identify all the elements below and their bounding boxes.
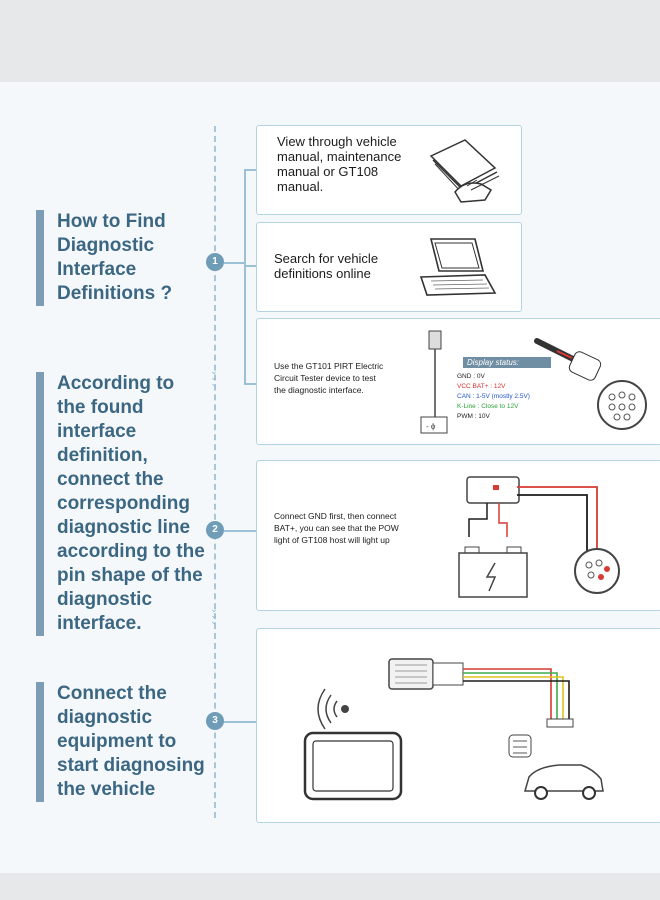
chevron-down-icon: ⌄⌄⌄: [210, 366, 218, 388]
timeline-line: [214, 126, 216, 818]
connector-bracket: [244, 169, 258, 385]
display-status-line: GND : 0V: [457, 373, 485, 380]
card-online: Search for vehicle definitions online: [256, 222, 522, 312]
card-connect: Connect GND first, then connect BAT+, yo…: [256, 460, 660, 611]
connector-line: [224, 262, 244, 264]
heading-connect-equipment: Connect the diagnostic equipment to star…: [36, 682, 207, 802]
display-status-line: PWM : 10V: [457, 413, 490, 420]
bottom-band: [0, 873, 660, 900]
connector-line: [244, 265, 256, 267]
card-manual-text: View through vehicle manual, maintenance…: [277, 134, 402, 194]
card-tester-text: Use the GT101 PIRT Electric Circuit Test…: [274, 361, 384, 395]
top-band: [0, 0, 660, 82]
step-badge-2: 2: [206, 521, 224, 539]
circuit-tester-illustration: - ϕ: [420, 330, 647, 434]
book-hand-icon: [429, 139, 500, 203]
display-status-panel: Display status: GND : 0V VCC BAT+ : 12V CA…: [457, 357, 551, 422]
connector-line: [224, 721, 256, 723]
diagnostic-equipment-illustration: [303, 658, 604, 801]
display-status-line: VCC BAT+ : 12V: [457, 383, 506, 390]
card-tester: Use the GT101 PIRT Electric Circuit Test…: [256, 318, 660, 445]
heading-connect-line: According to the found interface definit…: [36, 372, 207, 636]
battery-connection-illustration: [458, 476, 620, 598]
display-status-line: CAN : 1-5V (mostly 2.5V): [457, 393, 530, 400]
card-connect-text: Connect GND first, then connect BAT+, yo…: [274, 511, 399, 545]
display-status-title: Display status:: [463, 357, 551, 368]
heading-connect-text: According to the found interface definit…: [57, 373, 205, 634]
heading-find-definitions: How to Find Diagnostic Interface Definit…: [36, 210, 207, 306]
card-online-text: Search for vehicle definitions online: [274, 251, 379, 281]
chevron-down-icon: ⌄⌄⌄: [210, 604, 218, 626]
step-badge-3: 3: [206, 712, 224, 730]
card-equipment: [256, 628, 660, 823]
heading-find-text: How to Find Diagnostic Interface Definit…: [57, 211, 173, 304]
card-manual: View through vehicle manual, maintenance…: [256, 125, 522, 215]
svg-text:- ϕ: - ϕ: [426, 422, 436, 431]
laptop-icon: [419, 238, 497, 296]
display-status-line: K-Line : Close to 12V: [457, 403, 519, 410]
heading-equipment-text: Connect the diagnostic equipment to star…: [57, 683, 205, 800]
step-badge-1: 1: [206, 253, 224, 271]
connector-line: [224, 530, 256, 532]
